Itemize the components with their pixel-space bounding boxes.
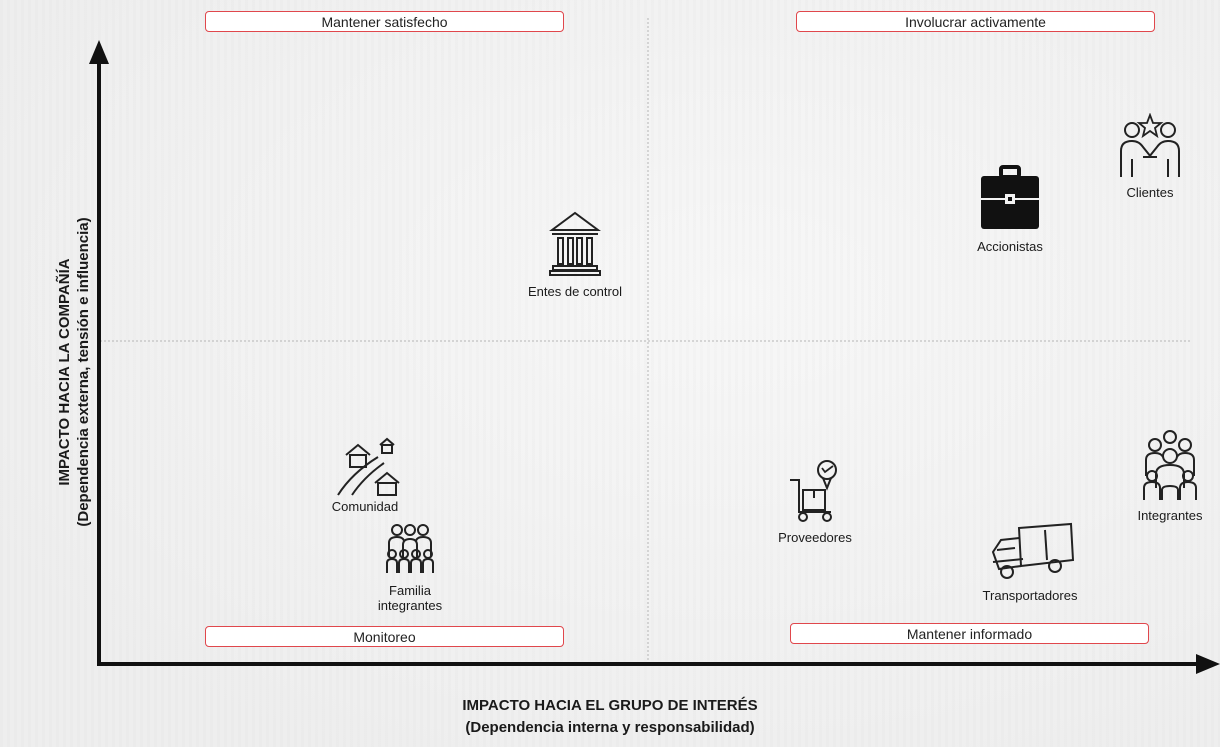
comunidad-label: Comunidad: [331, 499, 399, 514]
clientes-label: Clientes: [1126, 185, 1174, 200]
government-building-icon: [549, 211, 601, 276]
x-axis-title: IMPACTO HACIA EL GRUPO DE INTERÉS (Depen…: [400, 695, 820, 739]
accionistas-label: Accionistas: [977, 239, 1043, 254]
stakeholder-comunidad: Comunidad: [315, 435, 415, 514]
entes-control-label: Entes de control: [528, 284, 622, 299]
delivery-cart-icon: [790, 460, 837, 522]
integrantes-label: Integrantes: [1137, 508, 1203, 523]
stakeholder-clientes: Clientes: [1110, 113, 1190, 200]
stakeholder-integrantes: Integrantes: [1120, 430, 1220, 523]
x-axis-title-sub: (Dependencia interna y responsabilidad): [465, 719, 755, 736]
quadrant-bottom-right-label: Mantener informado: [790, 623, 1149, 644]
truck-icon: [991, 522, 1075, 579]
y-axis-title-main: IMPACTO HACIA LA COMPAÑÍA: [56, 258, 73, 486]
x-axis-title-main: IMPACTO HACIA EL GRUPO DE INTERÉS: [462, 697, 758, 714]
stakeholder-familia: Familia integrantes: [360, 523, 460, 613]
x-axis-arrow: [1196, 654, 1220, 674]
family-group-icon: [386, 524, 434, 573]
houses-road-icon: [337, 437, 400, 496]
quadrant-top-left-label: Mantener satisfecho: [205, 11, 564, 32]
y-axis-title-sub: (Dependencia externa, tensión e influenc…: [75, 217, 92, 527]
quadrant-top-right-label: Involucrar activamente: [796, 11, 1155, 32]
stakeholder-entes-control: Entes de control: [505, 210, 645, 299]
y-axis-title: IMPACTO HACIA LA COMPAÑÍA (Dependencia e…: [55, 122, 93, 622]
briefcase-icon: [981, 165, 1039, 229]
proveedores-label: Proveedores: [778, 530, 852, 545]
quadrant-bottom-left-label: Monitoreo: [205, 626, 564, 647]
team-group-icon: [1143, 430, 1197, 500]
stakeholder-proveedores: Proveedores: [760, 458, 870, 545]
handshake-star-icon: [1120, 113, 1180, 177]
stakeholder-transportadores: Transportadores: [970, 522, 1090, 603]
stakeholder-accionistas: Accionistas: [960, 165, 1060, 254]
transportadores-label: Transportadores: [982, 588, 1078, 603]
familia-label: Familia integrantes: [377, 583, 443, 613]
y-axis-arrow: [89, 40, 109, 64]
